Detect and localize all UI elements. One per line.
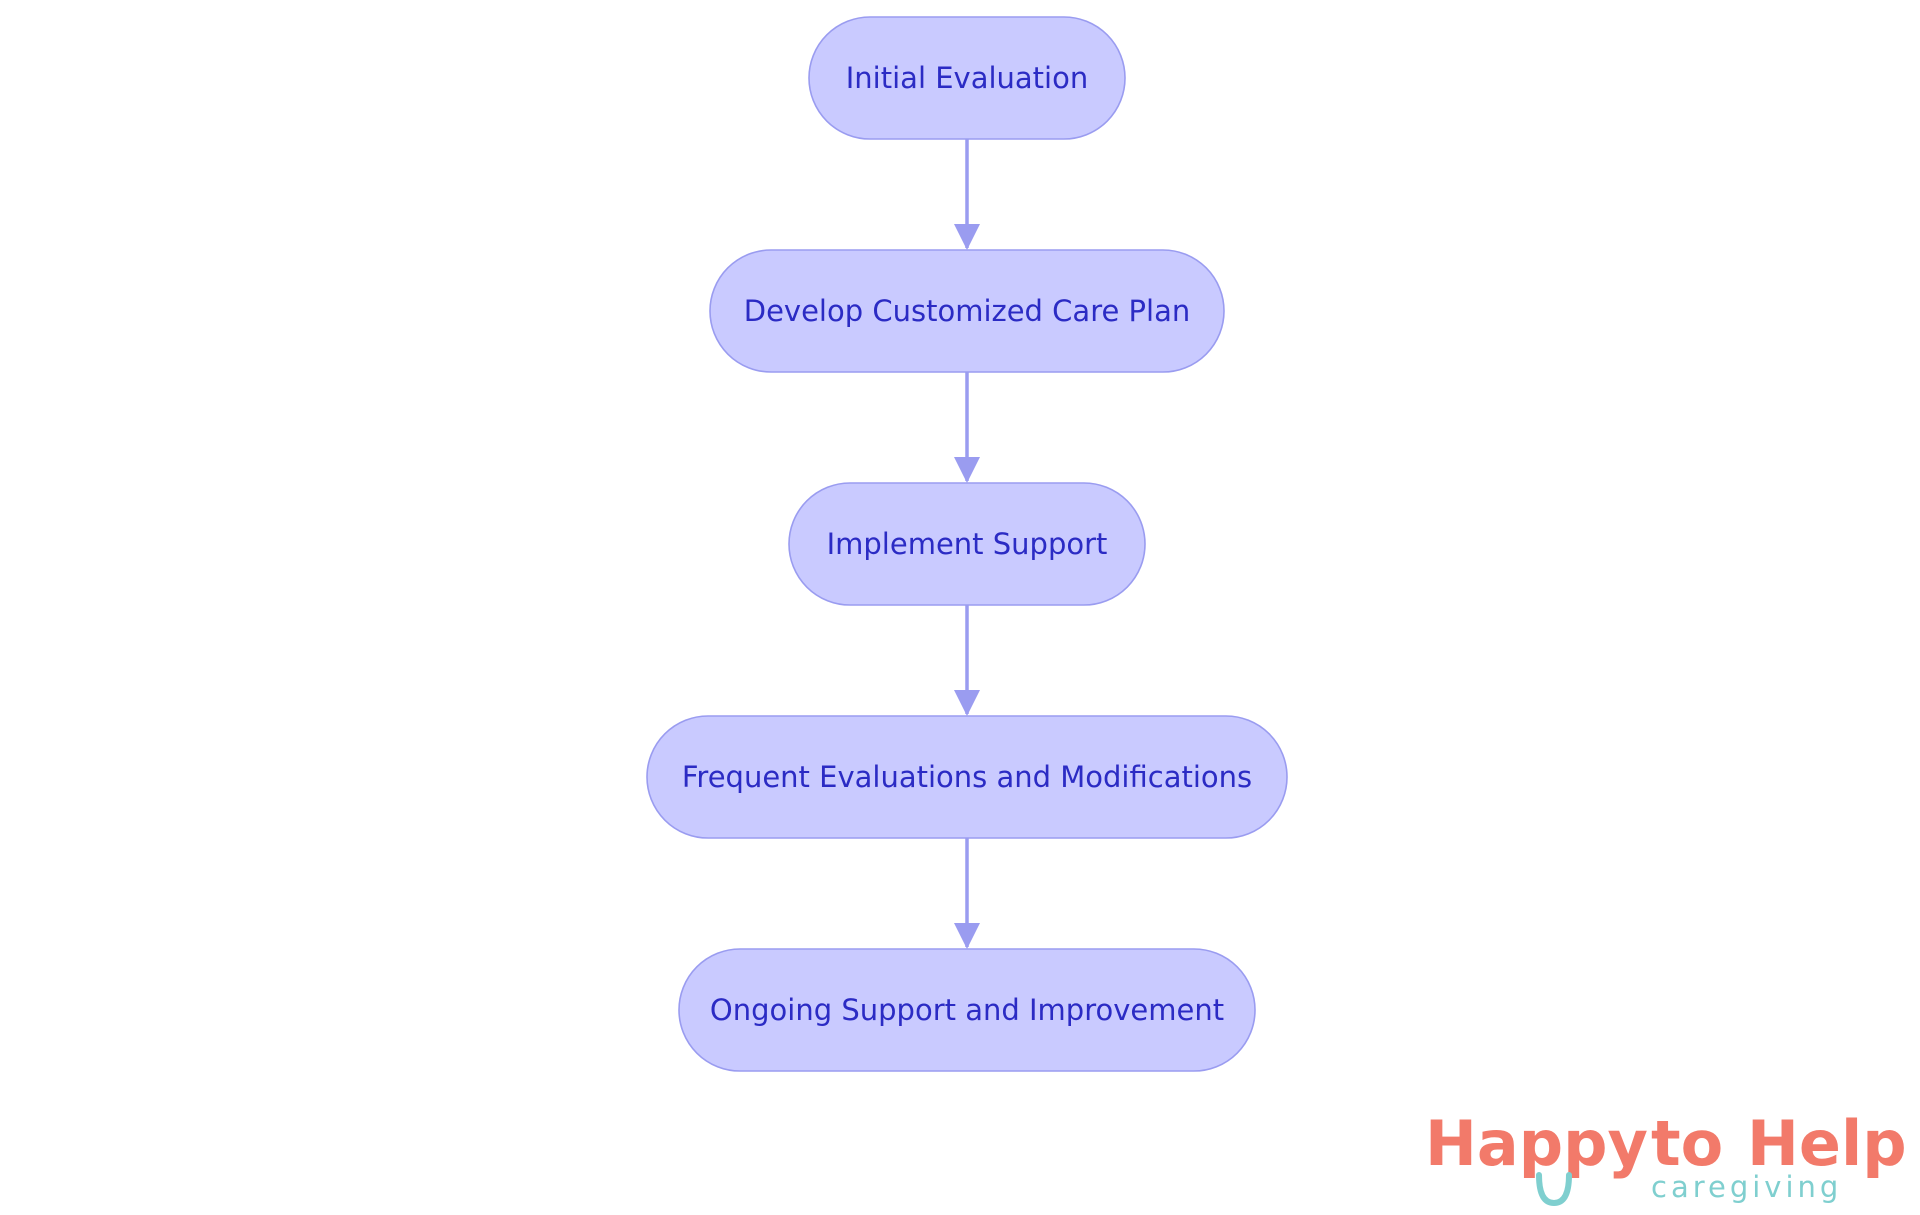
edges (954, 139, 980, 949)
flow-node-box (709, 249, 1225, 373)
logo-word-happy: Happy (1425, 1107, 1648, 1180)
flow-node-label: Initial Evaluation (846, 61, 1088, 95)
flow-node-box (788, 482, 1146, 606)
flow-arrowhead-1 (954, 224, 980, 250)
flow-node-label: Implement Support (827, 527, 1108, 561)
happy-to-help-logo: Happy to Help caregiving (1425, 1105, 1907, 1215)
flow-node-label: Frequent Evaluations and Modifications (682, 760, 1252, 794)
flow-arrowhead-4 (954, 923, 980, 949)
flow-node-5: Ongoing Support and Improvement (678, 948, 1256, 1072)
flow-node-box (678, 948, 1256, 1072)
flow-node-2: Develop Customized Care Plan (709, 249, 1225, 373)
flow-arrowhead-3 (954, 690, 980, 716)
logo-word-help: Help (1747, 1107, 1907, 1180)
flow-node-4: Frequent Evaluations and Modifications (646, 715, 1288, 839)
flow-node-box (808, 16, 1126, 140)
flow-node-3: Implement Support (788, 482, 1146, 606)
logo-subtitle: caregiving (1651, 1170, 1843, 1204)
flow-node-label: Develop Customized Care Plan (744, 294, 1191, 328)
flow-node-box (646, 715, 1288, 839)
logo-word-to: to (1651, 1107, 1724, 1180)
flow-arrowhead-2 (954, 457, 980, 483)
flow-node-1: Initial Evaluation (808, 16, 1126, 140)
smile-icon (1536, 1172, 1572, 1207)
flow-node-label: Ongoing Support and Improvement (710, 993, 1224, 1027)
